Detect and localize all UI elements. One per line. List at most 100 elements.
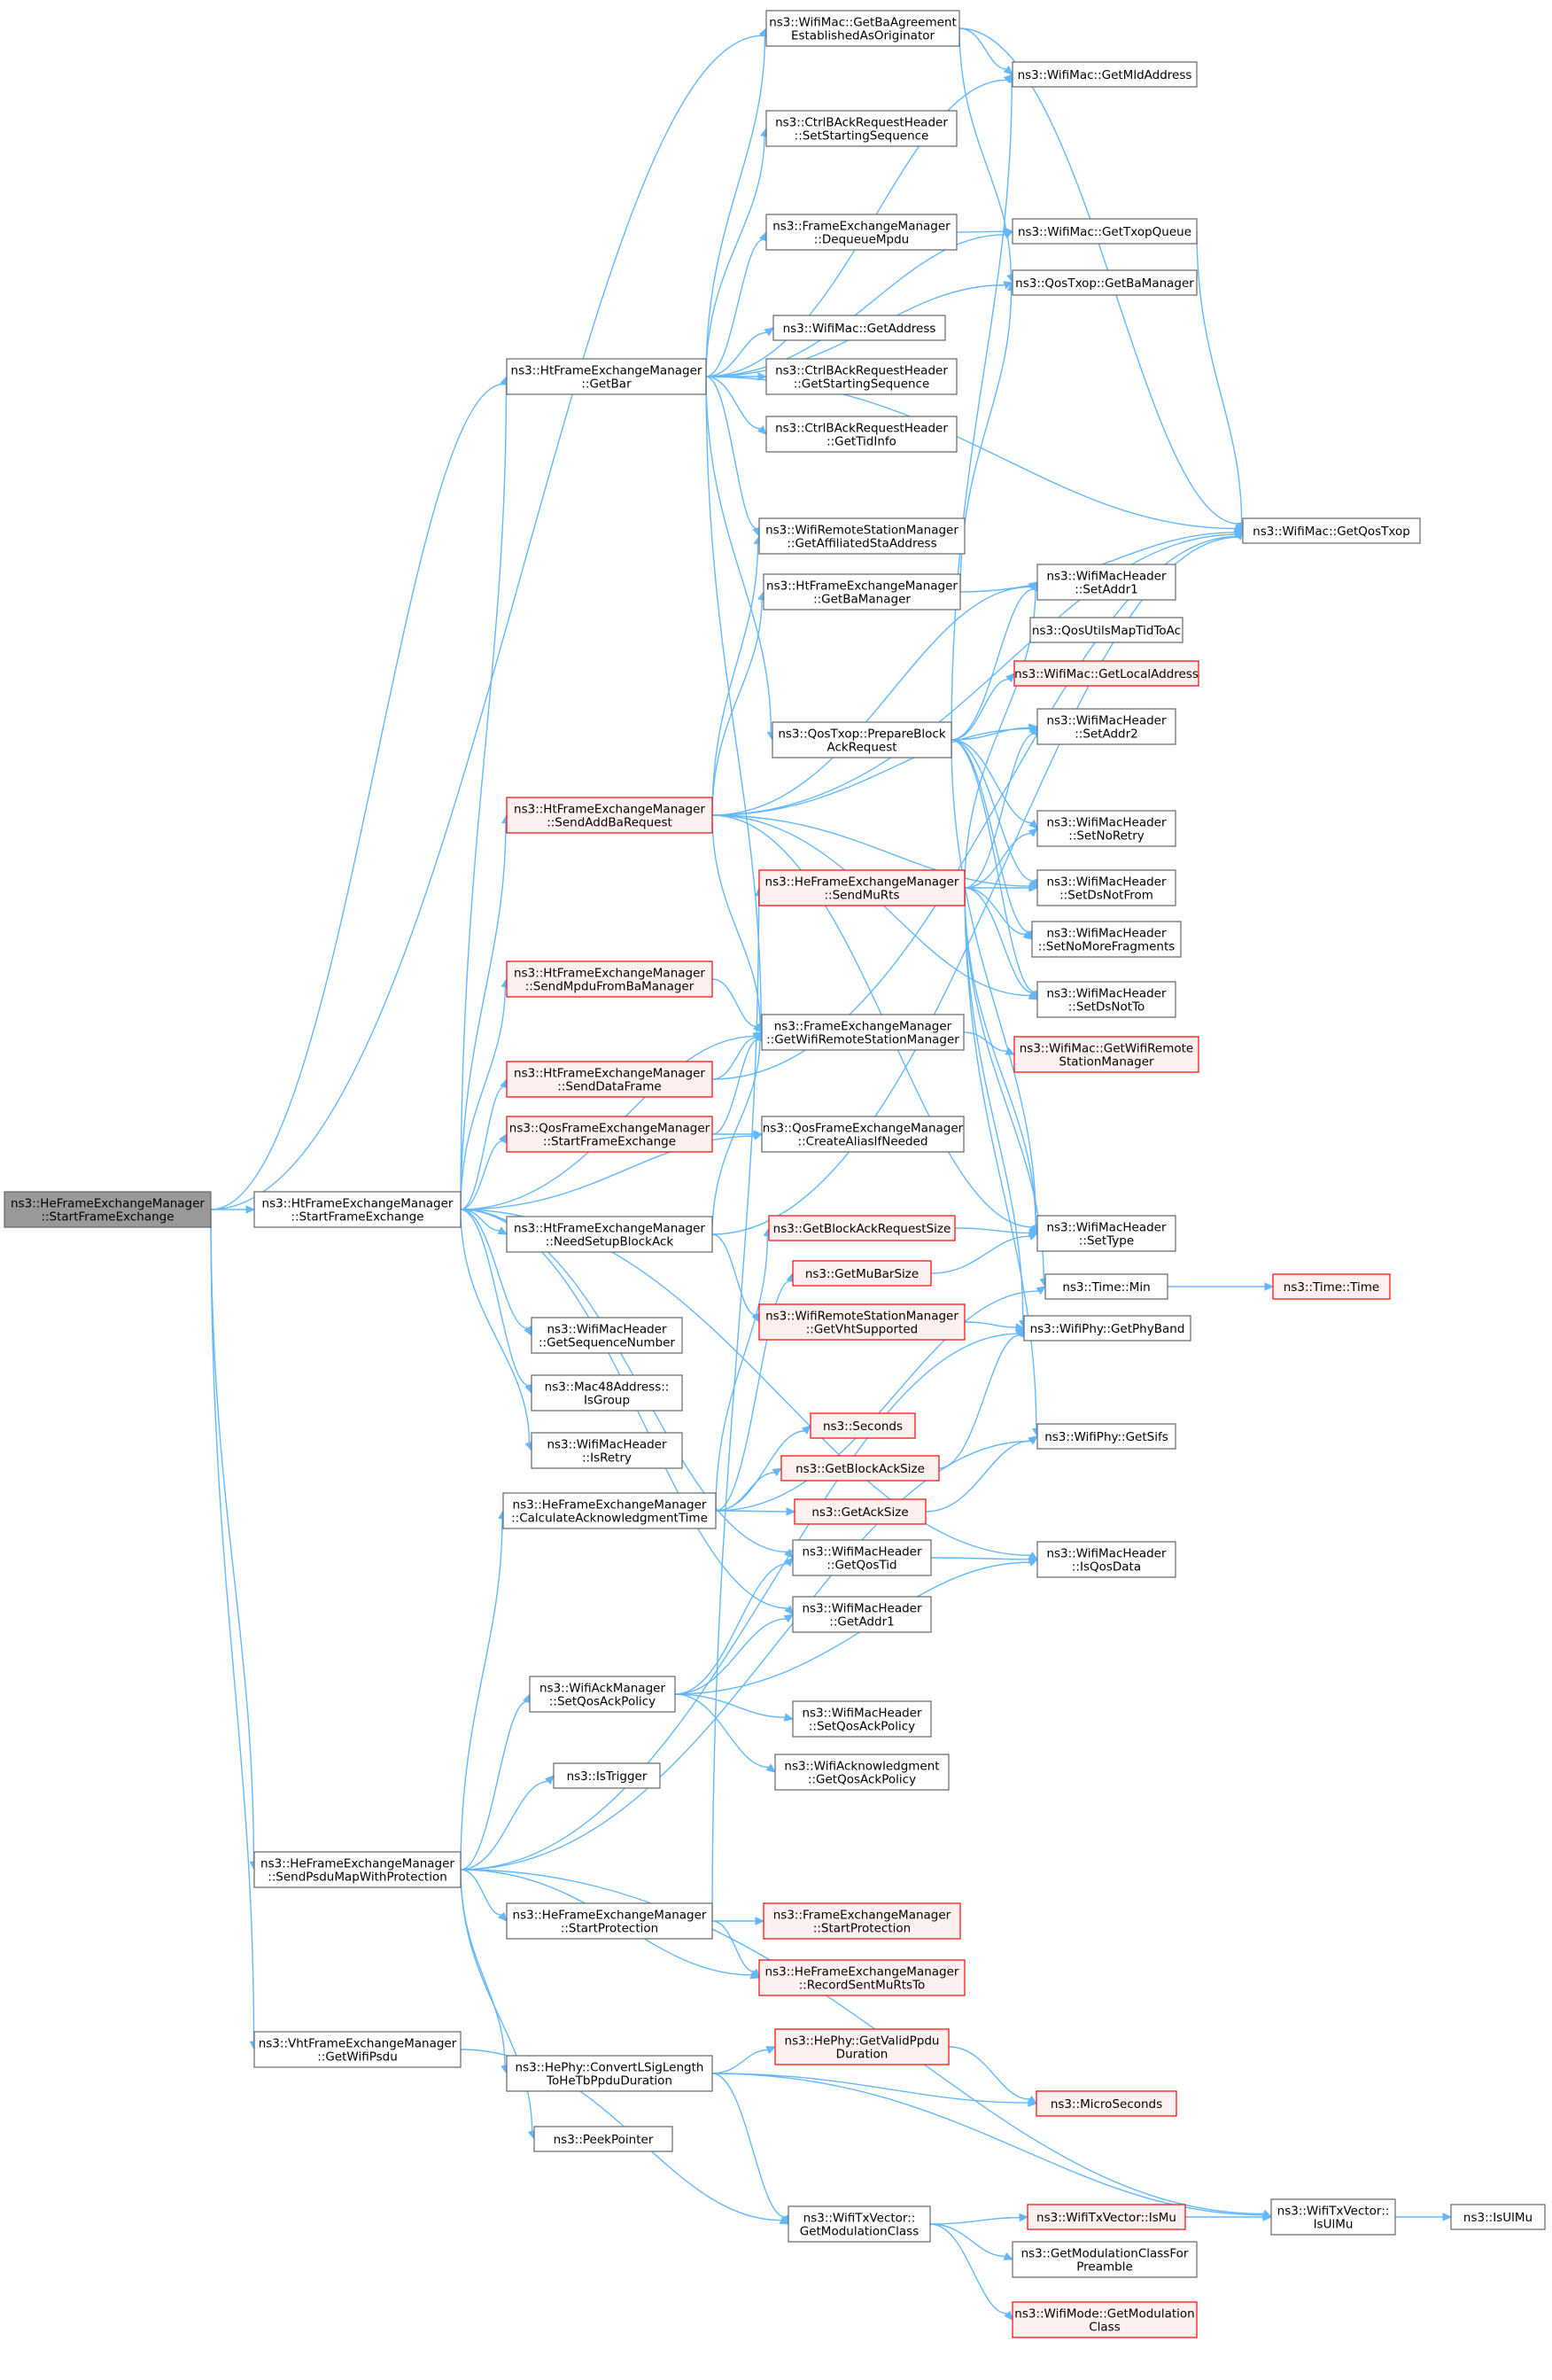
node-getqostid[interactable]: ns3::WifiMacHeader::GetQosTid	[792, 1539, 932, 1576]
node-box	[506, 1216, 713, 1253]
node-getbasize[interactable]: ns3::GetBlockAckSize	[780, 1455, 940, 1482]
node-label-line: ns3::WifiMac::GetAddress	[783, 322, 936, 336]
node-timetime[interactable]: ns3::Time::Time	[1272, 1273, 1391, 1300]
node-peekpointer[interactable]: ns3::PeekPointer	[533, 2126, 673, 2152]
node-box	[253, 2031, 462, 2068]
node-ackn_getqos[interactable]: ns3::WifiAcknowledgment::GetQosAckPolicy	[774, 1754, 950, 1791]
node-mac_getwrsm[interactable]: ns3::WifiMac::GetWifiRemoteStationManage…	[1013, 1036, 1199, 1073]
node-setdsnotto[interactable]: ns3::WifiMacHeader::SetDsNotTo	[1036, 981, 1176, 1018]
node-root[interactable]: ns3::HeFrameExchangeManager::StartFrameE…	[4, 1191, 212, 1228]
node-qos_alias[interactable]: ns3::QosFrameExchangeManager::CreateAlia…	[761, 1116, 965, 1153]
node-getlocal[interactable]: ns3::WifiMac::GetLocalAddress	[1013, 660, 1199, 687]
node-ctrl_getss[interactable]: ns3::CtrlBAckRequestHeader::GetStartingS…	[765, 358, 958, 395]
node-txv_ismu[interactable]: ns3::WifiTxVector::IsMu	[1027, 2204, 1186, 2230]
node-fem_dequeue[interactable]: ns3::FrameExchangeManager::DequeueMpdu	[765, 214, 958, 251]
node-getbaagree[interactable]: ns3::WifiMac::GetBaAgreementEstablishedA…	[765, 10, 960, 47]
node-box	[506, 797, 713, 834]
node-box	[792, 1596, 932, 1633]
node-ctrl_setss[interactable]: ns3::CtrlBAckRequestHeader::SetStartingS…	[765, 110, 958, 147]
node-setnomorefrag[interactable]: ns3::WifiMacHeader::SetNoMoreFragments	[1031, 921, 1182, 958]
node-isretry[interactable]: ns3::WifiMacHeader::IsRetry	[531, 1432, 683, 1469]
node-seconds[interactable]: ns3::Seconds	[810, 1412, 916, 1439]
node-label-line: ::SendAddBaRequest	[547, 816, 672, 830]
node-box	[1036, 1215, 1176, 1252]
node-calcack[interactable]: ns3::HeFrameExchangeManager::CalculateAc…	[502, 1492, 717, 1529]
node-label-line: IsUlMu	[1314, 2218, 1354, 2232]
node-settype[interactable]: ns3::WifiMacHeader::SetType	[1036, 1215, 1176, 1252]
node-ctrl_gettid[interactable]: ns3::CtrlBAckRequestHeader::GetTidInfo	[765, 416, 958, 453]
node-setnoretry[interactable]: ns3::WifiMacHeader::SetNoRetry	[1036, 810, 1176, 847]
node-box	[1027, 2204, 1186, 2230]
node-getbamgr_qos[interactable]: ns3::QosTxop::GetBaManager	[1012, 269, 1198, 296]
node-label-line: ns3::HtFrameExchangeManager	[514, 967, 705, 981]
node-senddata[interactable]: ns3::HtFrameExchangeManager::SendDataFra…	[506, 1061, 713, 1098]
node-box	[1270, 2198, 1396, 2236]
node-box	[763, 1902, 961, 1940]
node-convlsig[interactable]: ns3::HePhy::ConvertLSigLengthToHeTbPpduD…	[506, 2055, 713, 2092]
node-isgroup[interactable]: ns3::Mac48Address::IsGroup	[531, 1374, 683, 1412]
node-getacksize[interactable]: ns3::GetAckSize	[794, 1498, 927, 1525]
node-getmubarsize[interactable]: ns3::GetMuBarSize	[792, 1260, 932, 1287]
node-label-line: Preamble	[1076, 2260, 1133, 2275]
node-box	[758, 1303, 966, 1341]
node-txv_getmod[interactable]: ns3::WifiTxVector::GetModulationClass	[788, 2205, 931, 2243]
node-microseconds[interactable]: ns3::MicroSeconds	[1036, 2090, 1177, 2117]
node-wrsm_affil[interactable]: ns3::WifiRemoteStationManager::GetAffili…	[758, 517, 966, 555]
edge-sendmurts-to-setdsnotfrom	[964, 883, 1039, 892]
edge-txv_getmod-to-getmodpre	[929, 2223, 1014, 2260]
node-sendmurts[interactable]: ns3::HeFrameExchangeManager::SendMuRts	[758, 869, 966, 906]
node-getqostxop[interactable]: ns3::WifiMac::GetQosTxop	[1242, 517, 1421, 544]
node-sendpsdumap[interactable]: ns3::HeFrameExchangeManager::SendPsduMap…	[253, 1851, 462, 1888]
node-label-line: GetModulationClass	[800, 2225, 920, 2239]
node-setqosack[interactable]: ns3::WifiAckManager::SetQosAckPolicy	[529, 1676, 676, 1713]
node-ht_start[interactable]: ns3::HtFrameExchangeManager::StartFrameE…	[253, 1191, 462, 1228]
node-ht_getbamgr[interactable]: ns3::HtFrameExchangeManager::GetBaManage…	[763, 573, 961, 611]
node-getsifs[interactable]: ns3::WifiPhy::GetSifs	[1036, 1423, 1176, 1450]
node-getphyband[interactable]: ns3::WifiPhy::GetPhyBand	[1023, 1315, 1191, 1342]
node-label-line: ns3::Mac48Address::	[545, 1381, 670, 1395]
node-getmld[interactable]: ns3::WifiMac::GetMldAddress	[1012, 61, 1198, 88]
node-isqosdata[interactable]: ns3::WifiMacHeader::IsQosData	[1036, 1541, 1176, 1578]
node-setaddr1[interactable]: ns3::WifiMacHeader::SetAddr1	[1036, 564, 1176, 601]
node-label-line: ::SetNoRetry	[1068, 829, 1145, 844]
node-label-line: ::NeedSetupBlockAck	[546, 1235, 674, 1249]
node-getbarsize[interactable]: ns3::GetBlockAckRequestSize	[768, 1215, 956, 1241]
node-getaddr1[interactable]: ns3::WifiMacHeader::GetAddr1	[792, 1596, 932, 1633]
node-setaddr2[interactable]: ns3::WifiMacHeader::SetAddr2	[1036, 708, 1176, 745]
node-getaddress[interactable]: ns3::WifiMac::GetAddress	[772, 315, 946, 341]
node-istrigger[interactable]: ns3::IsTrigger	[553, 1762, 661, 1789]
node-fem_getwrsm[interactable]: ns3::FrameExchangeManager::GetWifiRemote…	[761, 1014, 965, 1051]
node-he_startprot[interactable]: ns3::HeFrameExchangeManager::StartProtec…	[506, 1902, 713, 1940]
node-sendmpdufromba[interactable]: ns3::HtFrameExchangeManager::SendMpduFro…	[506, 961, 713, 998]
node-txv_isulmu[interactable]: ns3::WifiTxVector::IsUlMu	[1270, 2198, 1396, 2236]
node-vht_getpsdu[interactable]: ns3::VhtFrameExchangeManager::GetWifiPsd…	[253, 2031, 462, 2068]
node-getseqnum[interactable]: ns3::WifiMacHeader::GetSequenceNumber	[531, 1317, 683, 1354]
node-box	[533, 2126, 673, 2152]
node-label-line: ns3::FrameExchangeManager	[772, 220, 951, 234]
edge-sendmurts-to-setaddr2	[964, 725, 1038, 889]
node-box	[1036, 708, 1176, 745]
node-label-line: ns3::QosTxop::GetBaManager	[1015, 276, 1194, 291]
node-gettxopq[interactable]: ns3::WifiMac::GetTxopQueue	[1012, 218, 1198, 245]
node-setdsnotfrom[interactable]: ns3::WifiMacHeader::SetDsNotFrom	[1036, 869, 1176, 906]
node-label-line: ns3::QosUtilsMapTidToAc	[1032, 624, 1181, 638]
node-wm_getmod[interactable]: ns3::WifiMode::GetModulationClass	[1012, 2301, 1198, 2338]
node-fem_startprot[interactable]: ns3::FrameExchangeManager::StartProtecti…	[763, 1902, 961, 1940]
node-sendaddba[interactable]: ns3::HtFrameExchangeManager::SendAddBaRe…	[506, 797, 713, 834]
node-qosmaptid[interactable]: ns3::QosUtilsMapTidToAc	[1029, 617, 1183, 643]
node-box	[4, 1191, 212, 1228]
node-ht_getbar[interactable]: ns3::HtFrameExchangeManager::GetBar	[506, 358, 707, 395]
node-qos_start[interactable]: ns3::QosFrameExchangeManager::StartFrame…	[506, 1116, 713, 1153]
node-hdr_setqosack[interactable]: ns3::WifiMacHeader::SetQosAckPolicy	[792, 1700, 932, 1738]
node-recordmurts[interactable]: ns3::HeFrameExchangeManager::RecordSentM…	[758, 1959, 966, 1996]
node-label-line: ::SetDsNotFrom	[1059, 889, 1153, 903]
node-box	[765, 416, 958, 453]
node-needsetupba[interactable]: ns3::HtFrameExchangeManager::NeedSetupBl…	[506, 1216, 713, 1253]
node-isulmu[interactable]: ns3::IsUlMu	[1450, 2204, 1546, 2230]
node-getvht[interactable]: ns3::WifiRemoteStationManager::GetVhtSup…	[758, 1303, 966, 1341]
node-box	[774, 2028, 950, 2065]
node-timemin[interactable]: ns3::Time::Min	[1044, 1273, 1168, 1300]
